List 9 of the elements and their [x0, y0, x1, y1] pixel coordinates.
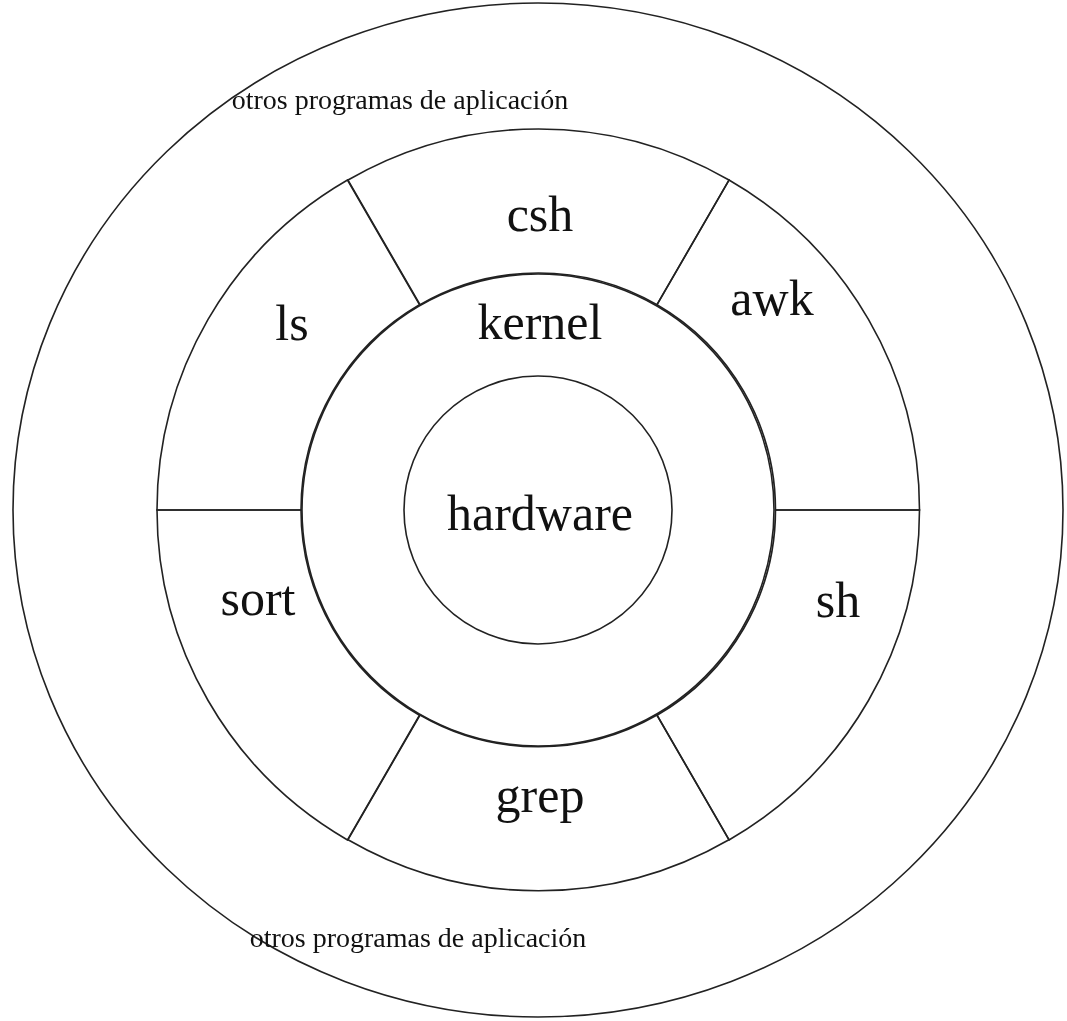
- layer-label: hardware: [447, 488, 633, 538]
- ring-label: otros programas de aplicación: [249, 924, 587, 952]
- layer-label: sh: [815, 575, 861, 625]
- layer-label: kernel: [477, 297, 603, 347]
- layer-label: csh: [506, 189, 574, 239]
- ring-label: otros programas de aplicación: [231, 86, 569, 114]
- layer-label: awk: [730, 273, 814, 323]
- layer-label: ls: [275, 298, 309, 348]
- layer-label: sort: [220, 573, 296, 623]
